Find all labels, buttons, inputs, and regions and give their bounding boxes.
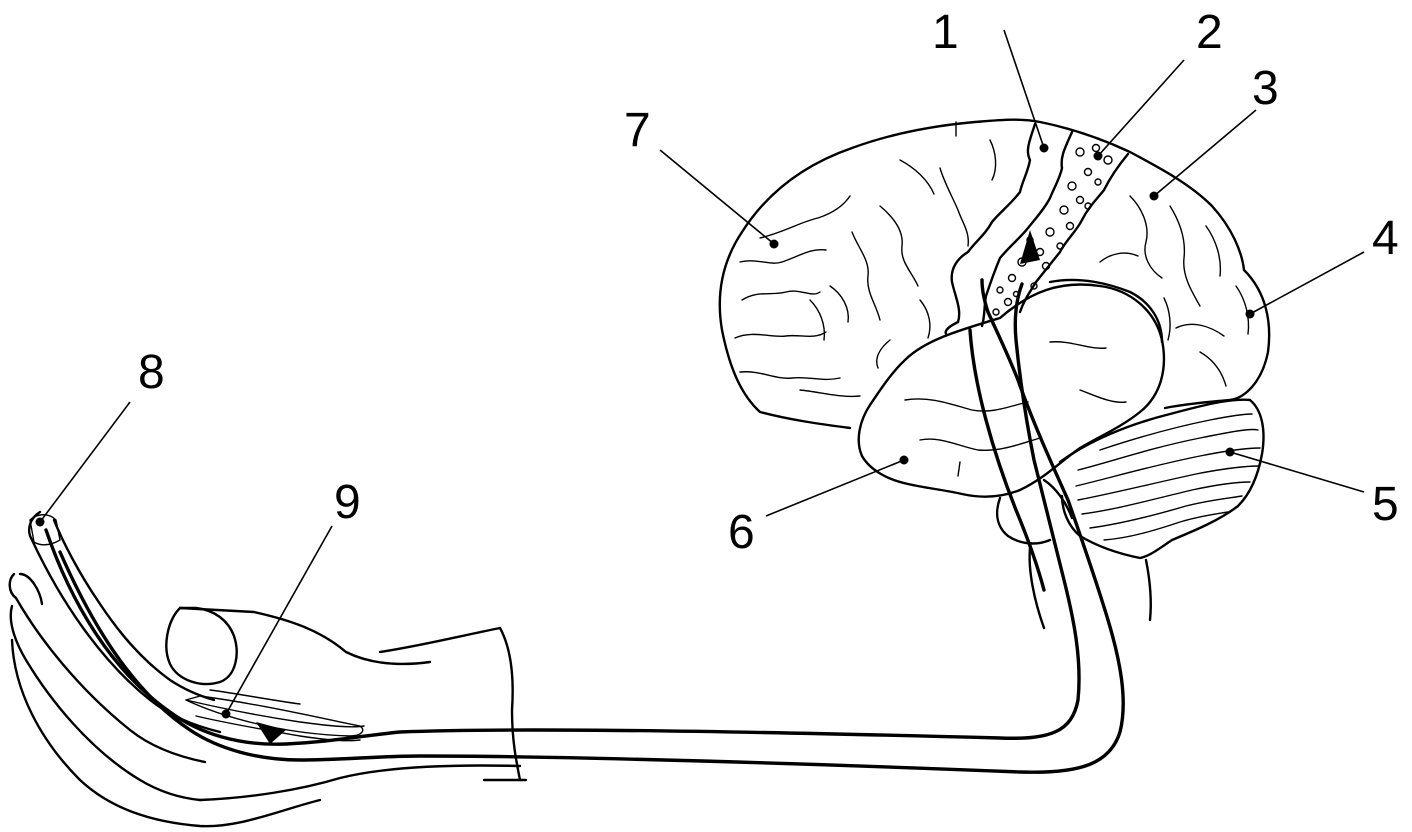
label-1: 1 bbox=[932, 6, 959, 59]
temporal-lobe bbox=[859, 284, 1164, 496]
label-5: 5 bbox=[1372, 478, 1399, 531]
dot-9 bbox=[222, 710, 231, 719]
dot-5 bbox=[1226, 448, 1235, 457]
dot-8 bbox=[36, 518, 45, 527]
label-2: 2 bbox=[1196, 6, 1223, 59]
label-6: 6 bbox=[728, 506, 755, 559]
dot-6 bbox=[900, 456, 909, 465]
cerebrum bbox=[720, 120, 1269, 428]
nerve-pathway bbox=[46, 230, 1123, 772]
number-labels: 1 2 3 4 5 6 7 8 9 bbox=[138, 6, 1399, 559]
dot-7 bbox=[770, 240, 779, 249]
cerebellum bbox=[1060, 400, 1264, 558]
dot-4 bbox=[1246, 310, 1255, 319]
label-4: 4 bbox=[1372, 212, 1399, 265]
dot-3 bbox=[1150, 192, 1159, 201]
label-8: 8 bbox=[138, 346, 165, 399]
label-9: 9 bbox=[334, 476, 361, 529]
label-3: 3 bbox=[1252, 62, 1279, 115]
hand bbox=[10, 512, 526, 826]
label-7: 7 bbox=[624, 104, 651, 157]
dot-1 bbox=[1040, 144, 1049, 153]
stipple-pattern bbox=[993, 145, 1112, 316]
frontal-gyri bbox=[735, 122, 996, 396]
dot-2 bbox=[1094, 152, 1103, 161]
